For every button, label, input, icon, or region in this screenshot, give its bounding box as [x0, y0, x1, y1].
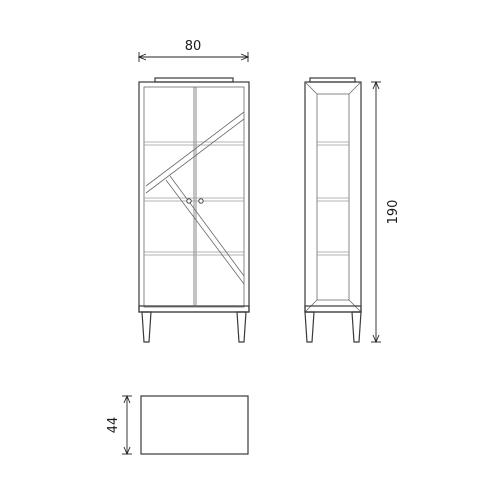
side-leg-left [304, 311, 315, 343]
front-leg-right [236, 311, 247, 343]
front-leg-left [141, 311, 152, 343]
top-view-outline [140, 395, 249, 455]
side-cabinet-outer [304, 81, 362, 313]
depth-label: 44 [106, 417, 121, 434]
depth-dimension: 44 [106, 394, 132, 456]
height-label: 190 [386, 200, 401, 225]
width-dimension: 80 [137, 39, 250, 62]
side-leg-right [351, 311, 362, 343]
knob-left [186, 198, 192, 204]
diagonal-decoration [145, 111, 245, 285]
width-label: 80 [185, 39, 202, 54]
top-view: 44 [106, 394, 249, 456]
knob-right [198, 198, 204, 204]
front-view: 80 [137, 39, 250, 343]
side-cabinet-inner [316, 93, 350, 301]
side-view: 190 [304, 77, 401, 344]
side-plinth [304, 305, 362, 313]
height-dimension: 190 [371, 80, 401, 344]
